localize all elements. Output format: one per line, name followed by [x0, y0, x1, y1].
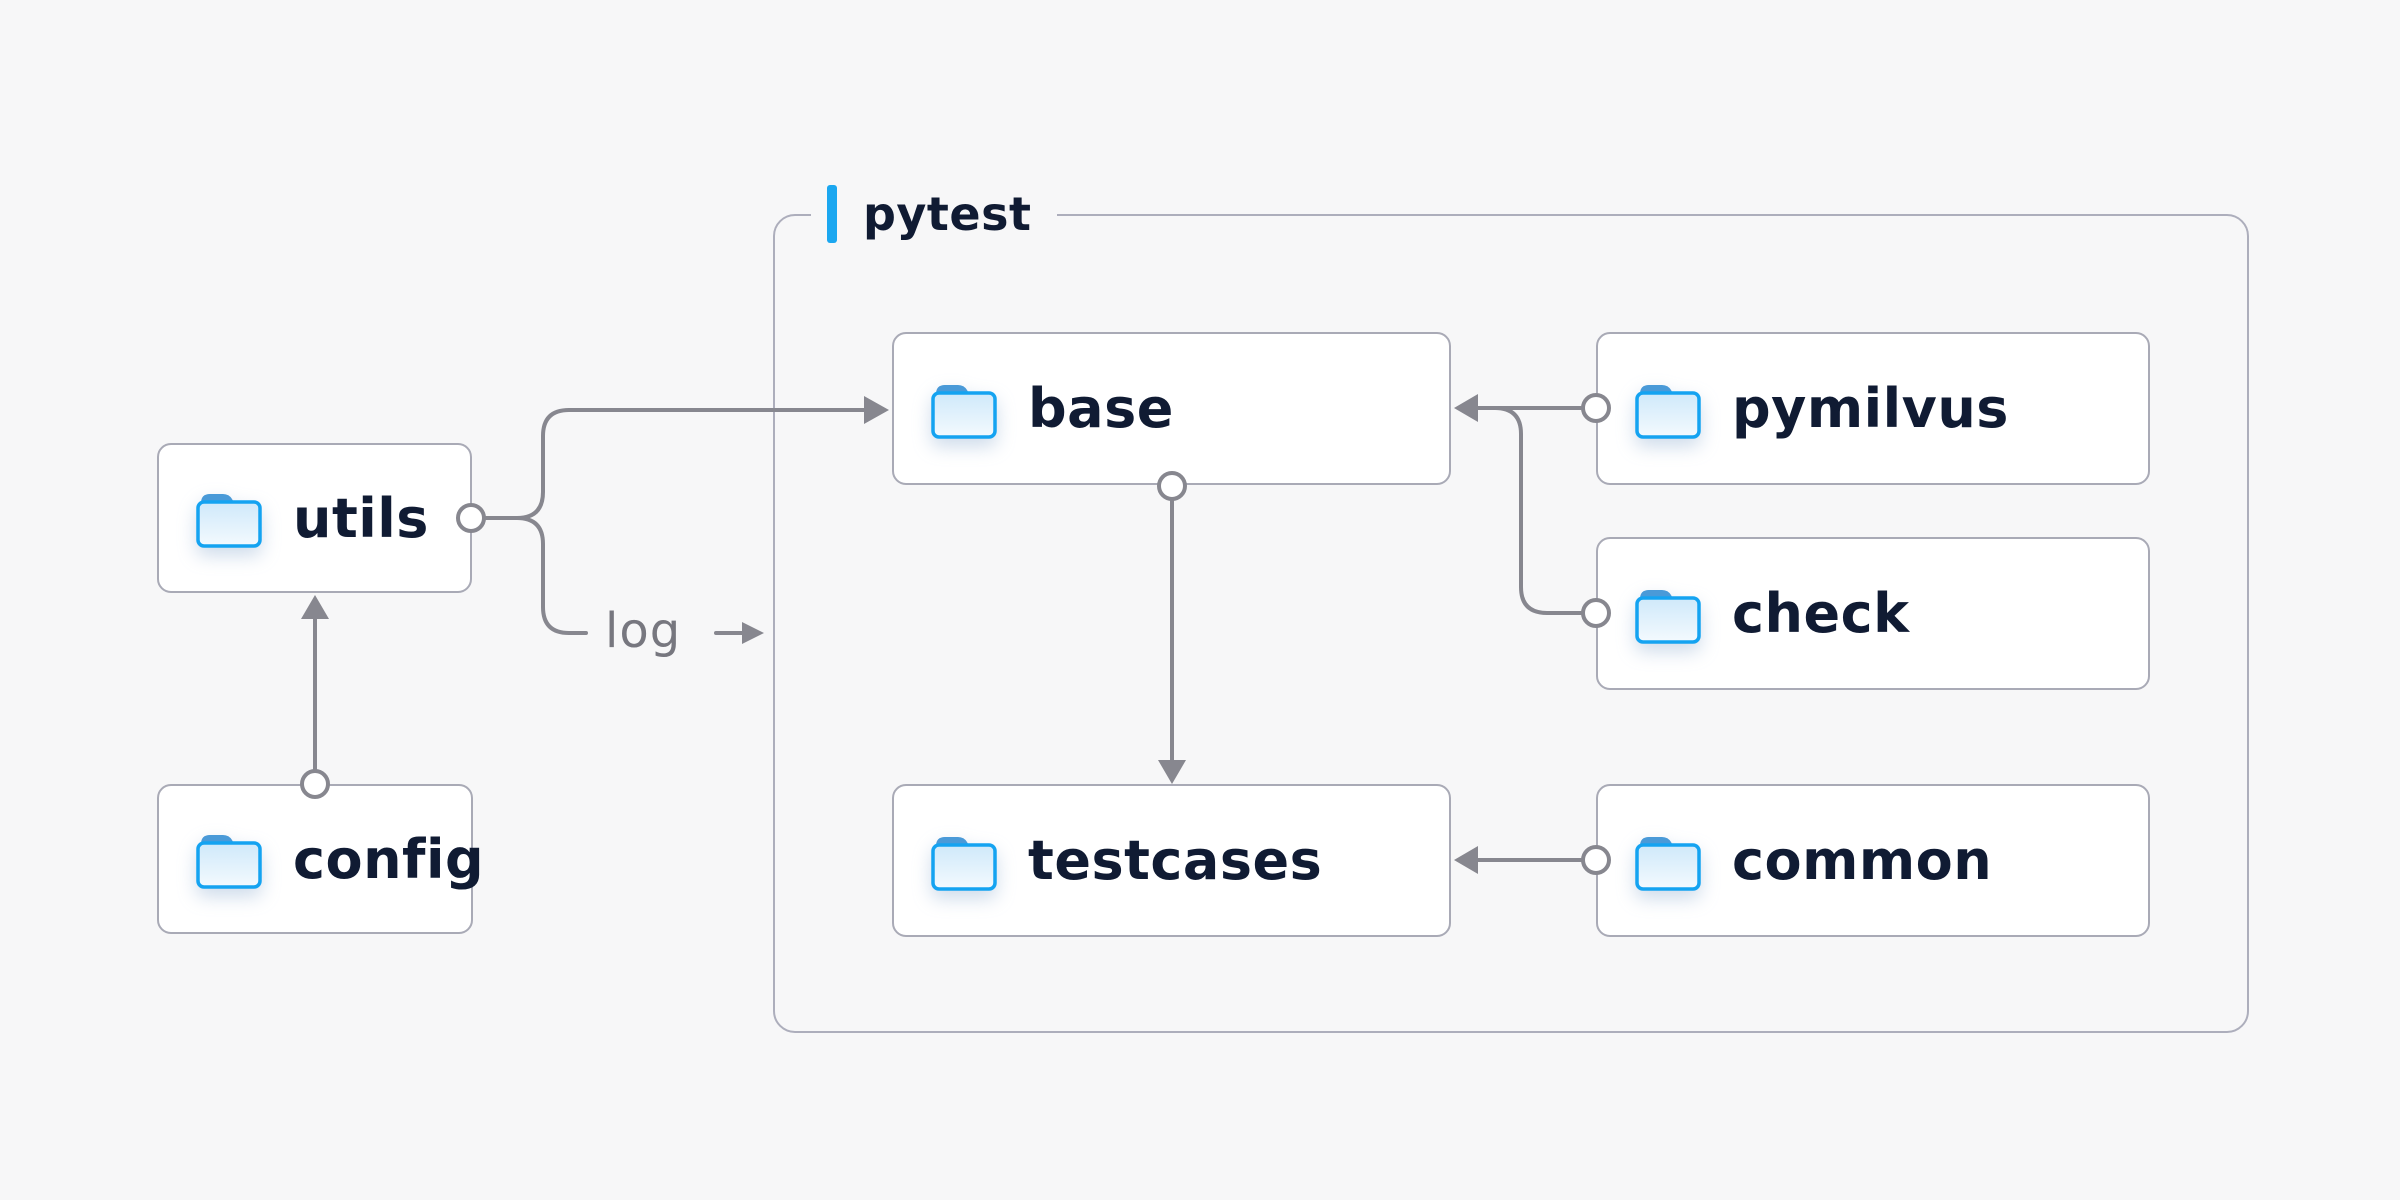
node-label: base	[1028, 377, 1174, 440]
node-config: config	[157, 784, 484, 934]
arrowhead-log	[742, 622, 764, 644]
node-base: base	[892, 332, 1451, 485]
arrowhead-into-utils-bottom	[301, 595, 329, 619]
pytest-container-title: pytest	[863, 187, 1032, 241]
pytest-container-label: pytest	[811, 185, 1058, 243]
node-label: testcases	[1028, 829, 1323, 892]
node-label: common	[1732, 829, 1993, 892]
edge-utils-to-log	[515, 516, 588, 635]
folder-icon	[1634, 378, 1702, 440]
node-testcases: testcases	[892, 784, 1451, 937]
node-label: utils	[293, 486, 429, 550]
accent-bar-icon	[827, 185, 837, 243]
node-common: common	[1596, 784, 2150, 937]
pytest-container: pytest	[773, 185, 2249, 1033]
folder-icon	[195, 487, 263, 549]
folder-icon	[1634, 830, 1702, 892]
folder-icon	[1634, 583, 1702, 645]
node-utils: utils	[157, 443, 472, 593]
node-check: check	[1596, 537, 2150, 690]
edge-label-log: log	[605, 602, 682, 659]
folder-icon	[930, 830, 998, 892]
node-label: pymilvus	[1732, 377, 2009, 440]
node-label: config	[293, 827, 485, 891]
node-pymilvus: pymilvus	[1596, 332, 2150, 485]
folder-icon	[195, 828, 263, 890]
node-label: check	[1732, 582, 1910, 645]
folder-icon	[930, 378, 998, 440]
